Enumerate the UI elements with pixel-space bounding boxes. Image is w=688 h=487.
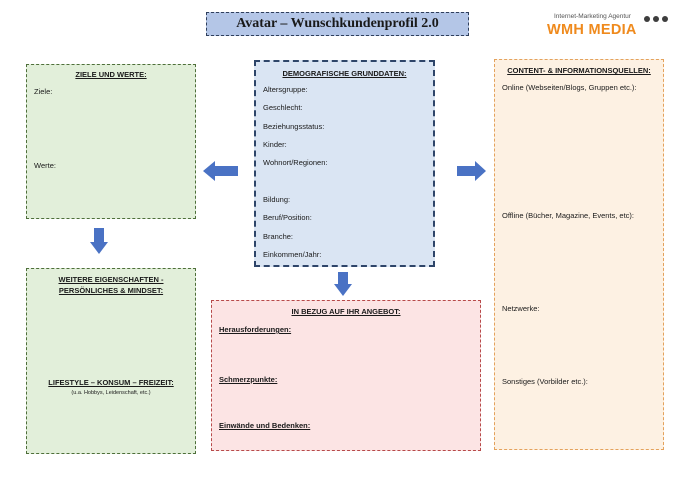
demografisch-heading: DEMOGRAFISCHE GRUNDDATEN: xyxy=(282,69,407,78)
field-online: Online (Webseiten/Blogs, Gruppen etc.): xyxy=(502,83,637,92)
field-altersgruppe: Altersgruppe: xyxy=(263,85,308,94)
ziele-werte-heading: ZIELE UND WERTE: xyxy=(75,70,147,79)
lifestyle-note: (u.a. Hobbys, Leidenschaft, etc.) xyxy=(71,390,151,396)
logo-tagline: Internet-Marketing Agentur xyxy=(554,13,631,20)
field-netzwerke: Netzwerke: xyxy=(502,304,540,313)
field-beziehungsstatus: Beziehungsstatus: xyxy=(263,122,325,131)
content-heading: CONTENT- & INFORMATIONSQUELLEN: xyxy=(507,66,651,75)
demografische-grunddaten-box: DEMOGRAFISCHE GRUNDDATEN: Altersgruppe: … xyxy=(254,60,435,267)
arrow-left-icon xyxy=(203,161,238,181)
field-ziele: Ziele: xyxy=(34,87,53,96)
arrow-down-left-icon xyxy=(90,228,108,254)
arrow-right-icon xyxy=(457,161,486,181)
field-beruf: Beruf/Position: xyxy=(263,213,312,222)
field-bildung: Bildung: xyxy=(263,195,291,204)
page-title: Avatar – Wunschkundenprofil 2.0 xyxy=(206,12,469,36)
logo-dots-icon xyxy=(644,16,668,22)
arrow-down-center-icon xyxy=(334,272,352,296)
page-title-text: Avatar – Wunschkundenprofil 2.0 xyxy=(236,16,439,31)
field-wohnort: Wohnort/Regionen: xyxy=(263,158,328,167)
field-geschlecht: Geschlecht: xyxy=(263,103,303,112)
field-schmerzpunkte: Schmerzpunkte: xyxy=(219,375,278,384)
content-informationsquellen-box: CONTENT- & INFORMATIONSQUELLEN: Online (… xyxy=(494,59,664,450)
field-sonstiges: Sonstiges (Vorbilder etc.): xyxy=(502,377,588,386)
angebot-box: IN BEZUG AUF IHR ANGEBOT: Herausforderun… xyxy=(211,300,481,451)
weitere-heading-line1: WEITERE EIGENSCHAFTEN - xyxy=(58,275,164,284)
lifestyle-heading: LIFESTYLE – KONSUM – FREIZEIT: xyxy=(48,378,174,387)
angebot-heading: IN BEZUG AUF IHR ANGEBOT: xyxy=(291,307,401,316)
field-werte: Werte: xyxy=(34,161,56,170)
field-herausforderungen: Herausforderungen: xyxy=(219,325,292,334)
field-kinder: Kinder: xyxy=(263,140,287,149)
company-logo: Internet-Marketing Agentur WMH MEDIA xyxy=(545,13,668,39)
field-branche: Branche: xyxy=(263,232,294,241)
field-einwaende: Einwände und Bedenken: xyxy=(219,421,311,430)
weitere-heading-line2: PERSÖNLICHES & MINDSET: xyxy=(58,286,164,295)
field-offline: Offline (Bücher, Magazine, Events, etc): xyxy=(502,211,635,220)
field-einkommen: Einkommen/Jahr: xyxy=(263,250,322,259)
logo-name: WMH MEDIA xyxy=(547,22,637,38)
ziele-werte-box: ZIELE UND WERTE: Ziele: Werte: xyxy=(26,64,196,219)
weitere-eigenschaften-box: WEITERE EIGENSCHAFTEN - PERSÖNLICHES & M… xyxy=(26,268,196,454)
